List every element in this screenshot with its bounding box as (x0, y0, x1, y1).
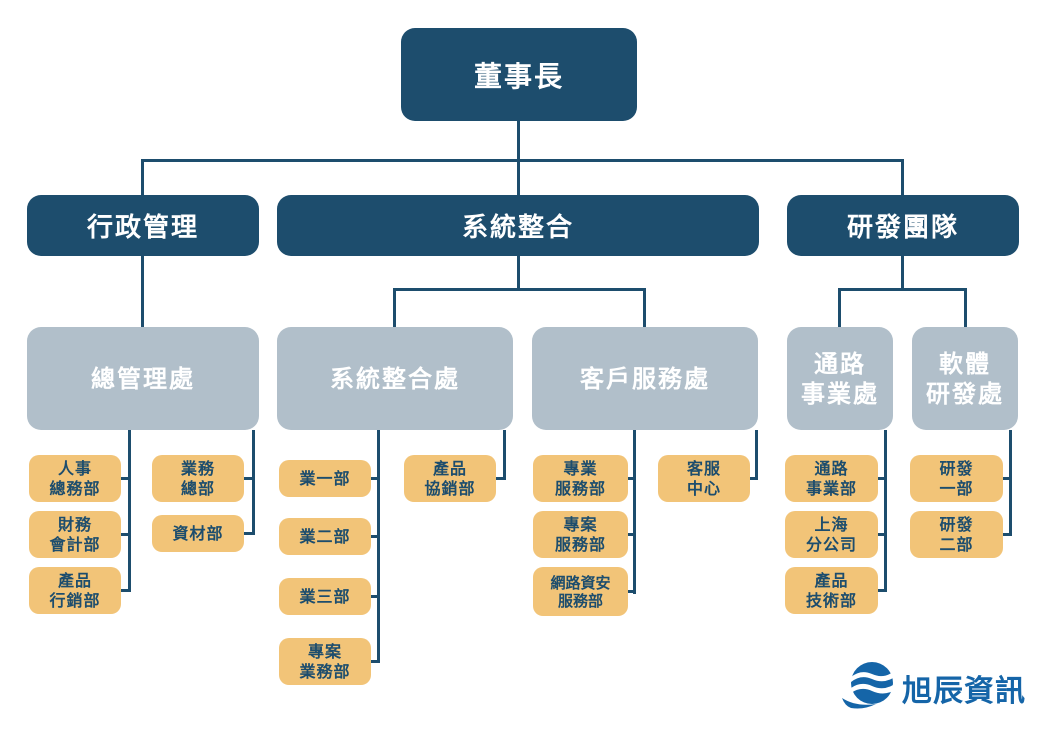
dept-professional-services: 專業 服務部 (533, 455, 628, 502)
dept-rd-1: 研發 一部 (910, 455, 1003, 502)
dept-finance-accounting: 財務 會計部 (29, 511, 121, 558)
node-general-admin-office: 總管理處 (27, 327, 259, 430)
connector-line (371, 535, 379, 538)
node-customer-service-office: 客戶服務處 (532, 327, 758, 430)
connector-line (496, 477, 505, 480)
dept-sales-2: 業二部 (279, 518, 371, 555)
connector-line (878, 589, 886, 592)
dept-materials: 資材部 (152, 515, 244, 552)
dept-product-marketing: 產品 行銷部 (29, 567, 121, 614)
connector-line (901, 255, 904, 291)
connector-line (1009, 430, 1012, 536)
dept-shanghai-branch: 上海 分公司 (785, 511, 878, 558)
connector-line (377, 430, 380, 663)
node-channel-business-office: 通路 事業處 (787, 327, 893, 430)
connector-line (901, 159, 904, 196)
dept-product-technology: 產品 技術部 (785, 567, 878, 614)
connector-line (878, 477, 886, 480)
connector-line (121, 533, 130, 536)
connector-line (371, 477, 379, 480)
connector-line (517, 120, 520, 161)
company-logo-icon (842, 662, 893, 709)
connector-line (244, 532, 254, 535)
connector-line (252, 430, 255, 535)
dept-project-sales: 專案 業務部 (279, 638, 371, 685)
dept-channel-business: 通路 事業部 (785, 455, 878, 502)
connector-line (750, 477, 757, 480)
connector-line (371, 660, 379, 663)
connector-line (517, 255, 520, 291)
dept-sales-headquarters: 業務 總部 (152, 455, 244, 502)
connector-line (503, 430, 506, 480)
connector-line (628, 590, 635, 593)
connector-line (964, 288, 967, 327)
company-logo-text: 旭辰資訊 (902, 674, 1026, 709)
connector-line (393, 288, 646, 291)
connector-line (755, 430, 758, 480)
node-admin-management: 行政管理 (27, 195, 259, 256)
connector-line (878, 533, 886, 536)
dept-rd-2: 研發 二部 (910, 511, 1003, 558)
connector-line (121, 589, 130, 592)
connector-line (628, 477, 635, 480)
connector-line (128, 430, 131, 592)
connector-line (1003, 533, 1011, 536)
dept-project-services: 專案 服務部 (533, 511, 628, 558)
connector-line (838, 288, 967, 291)
connector-line (121, 477, 130, 480)
dept-hr-general-affairs: 人事 總務部 (29, 455, 121, 502)
connector-line (884, 430, 887, 592)
connector-line (141, 255, 144, 327)
connector-line (1003, 477, 1011, 480)
node-system-integration: 系統整合 (277, 195, 759, 256)
dept-customer-service-center: 客服 中心 (658, 455, 750, 502)
dept-product-co-marketing: 產品 協銷部 (404, 455, 496, 502)
node-system-integration-office: 系統整合處 (277, 327, 513, 430)
connector-line (643, 288, 646, 327)
connector-line (244, 477, 254, 480)
connector-line (393, 288, 396, 327)
connector-line (141, 159, 904, 162)
node-software-rd-office: 軟體 研發處 (912, 327, 1018, 430)
connector-line (633, 430, 636, 594)
connector-line (628, 533, 635, 536)
dept-network-security-services: 網路資安 服務部 (533, 567, 628, 616)
node-rd-team: 研發團隊 (787, 195, 1019, 256)
connector-line (141, 159, 144, 196)
dept-sales-3: 業三部 (279, 578, 371, 615)
connector-line (517, 159, 520, 196)
node-chairman: 董事長 (401, 28, 637, 121)
connector-line (371, 595, 379, 598)
connector-line (838, 288, 841, 327)
dept-sales-1: 業一部 (279, 460, 371, 497)
